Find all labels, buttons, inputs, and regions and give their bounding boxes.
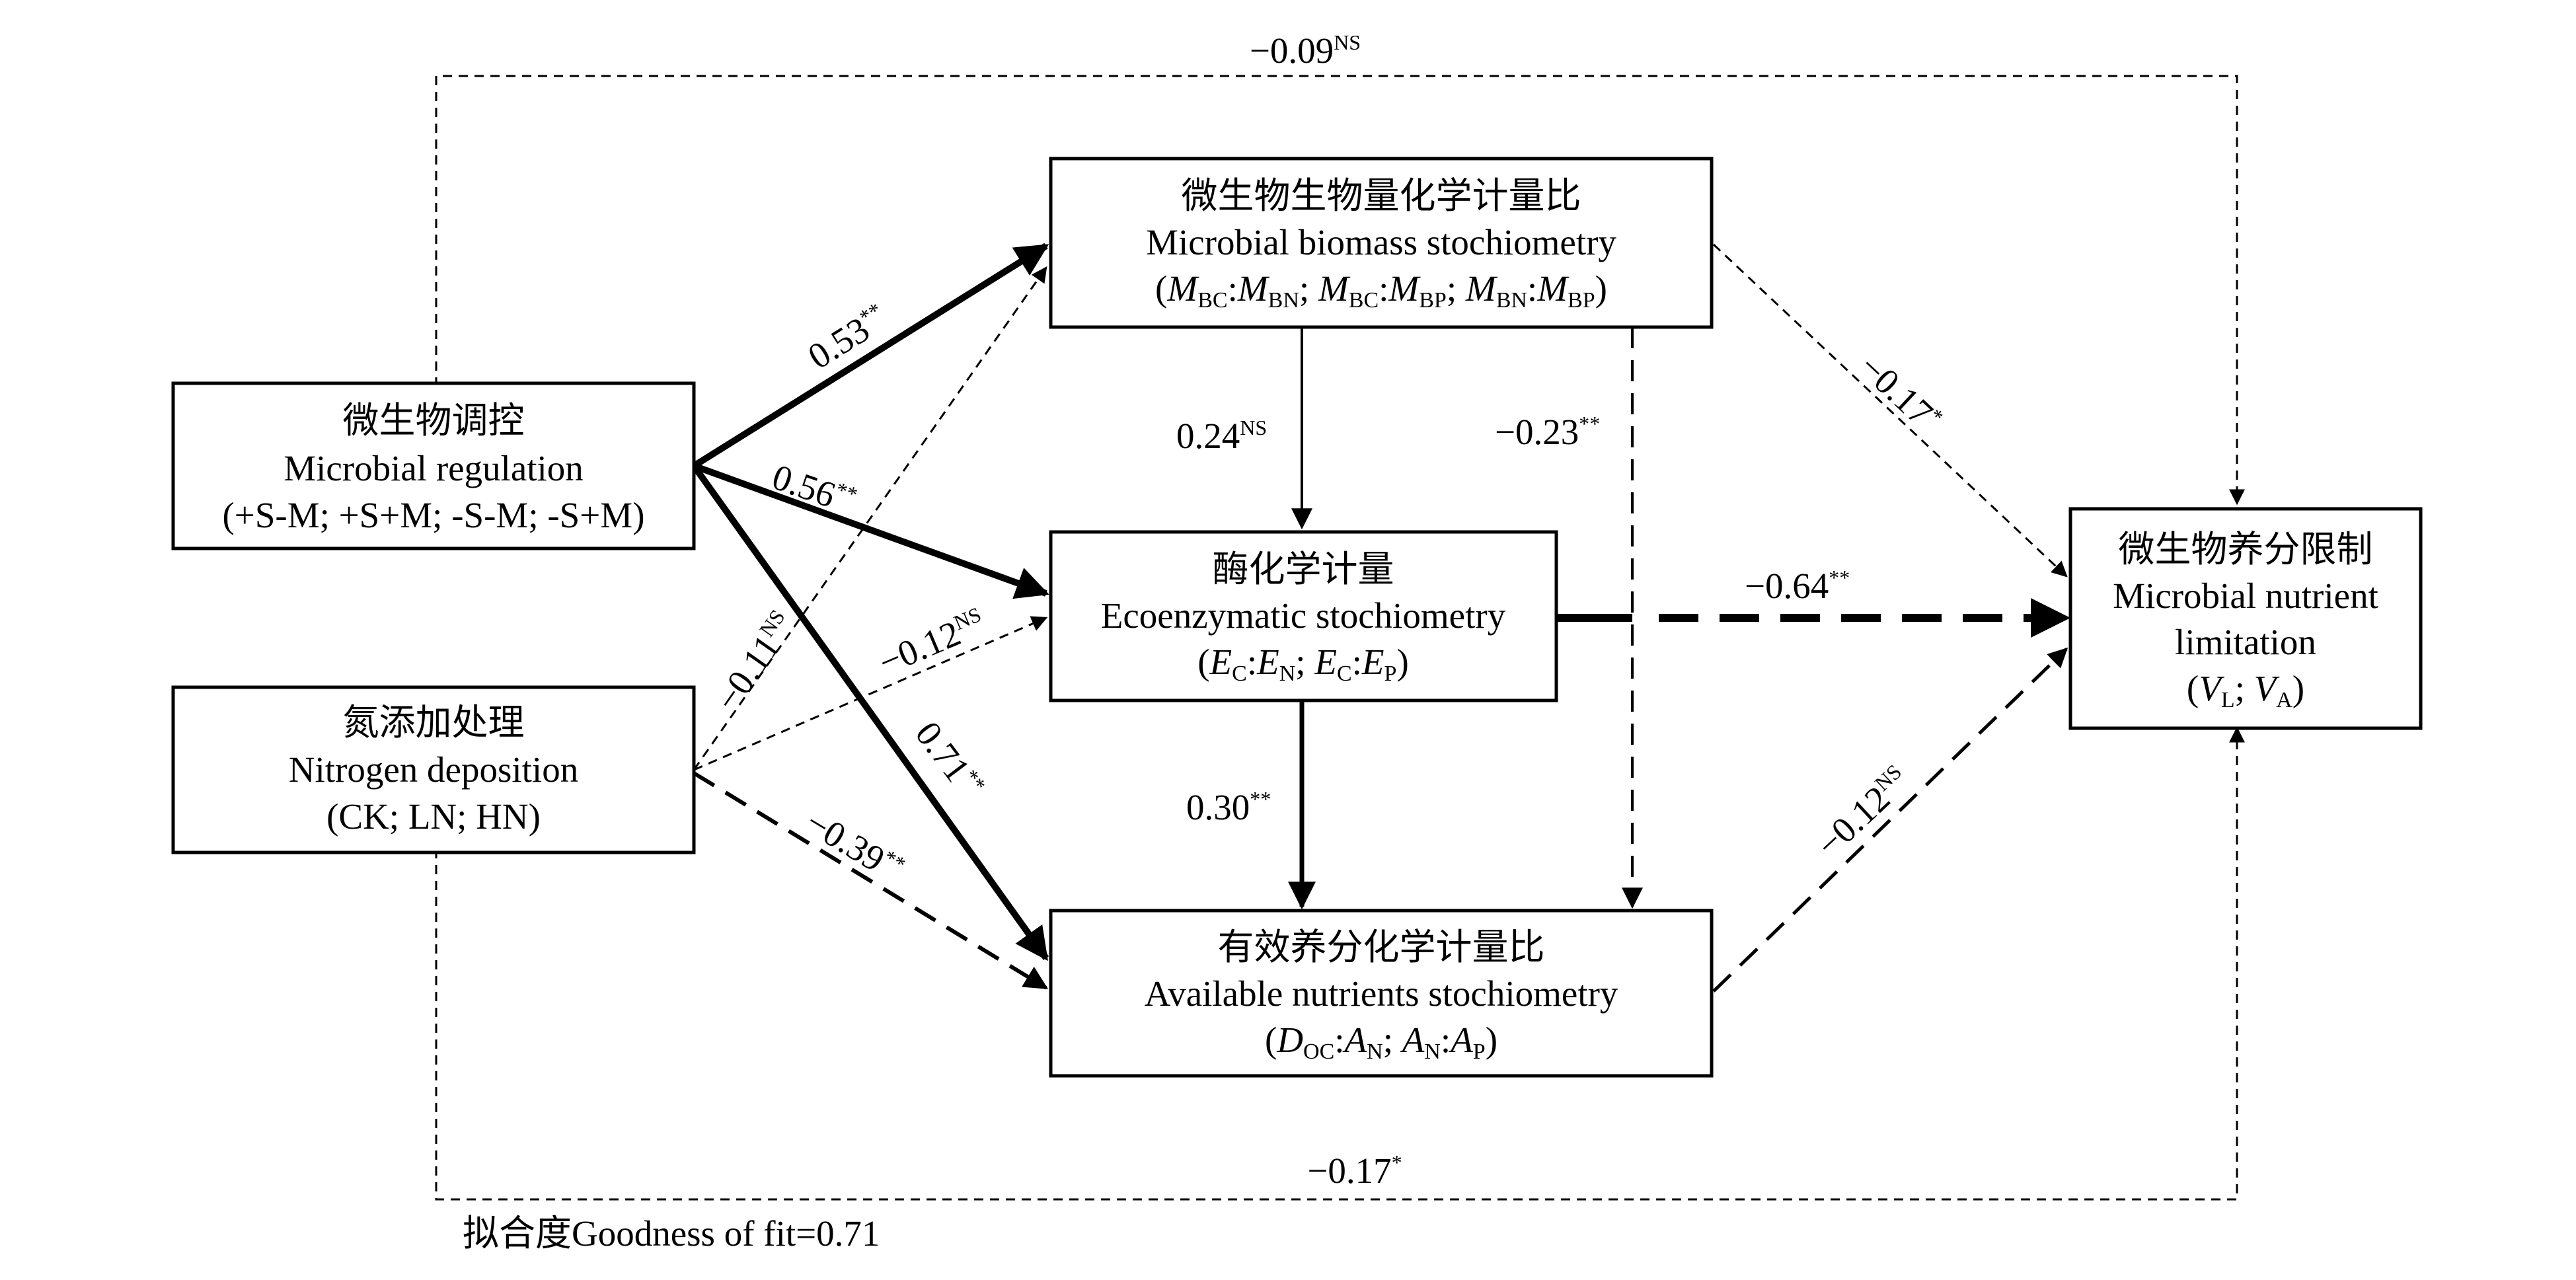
node-label-en: Nitrogen deposition xyxy=(289,749,578,790)
path-coef-mb-ec: 0.24NS xyxy=(1176,416,1267,456)
path-an-to-nl-line xyxy=(1712,647,2068,993)
node-label-en: Microbial regulation xyxy=(284,448,584,488)
node-label-cn: 氮添加处理 xyxy=(342,702,524,743)
path-mr-to-ec-line xyxy=(693,463,1049,599)
path-nd-to-ec-line xyxy=(693,616,1048,771)
node-label-cn: 微生物调控 xyxy=(342,400,524,441)
path-top-outer-line xyxy=(435,75,2245,506)
path-mb-to-nl-line xyxy=(1712,243,2068,578)
node-label-en: Available nutrients stochiometry xyxy=(1145,973,1618,1014)
node-ecoenzymatic-stochiometry: 酶化学计量 Ecoenzymatic stochiometry (EC:EN; … xyxy=(1049,530,1558,702)
node-microbial-nutrient-limitation: 微生物养分限制 Microbial nutrient limitation (V… xyxy=(2068,507,2423,730)
node-microbial-biomass-stochiometry: 微生物生物量化学计量比 Microbial biomass stochiomet… xyxy=(1049,157,1714,329)
node-label-en: Ecoenzymatic stochiometry xyxy=(1101,595,1506,636)
node-nitrogen-deposition: 氮添加处理 Nitrogen deposition (CK; LN; HN) xyxy=(171,685,696,854)
path-coef-mb-an: −0.23** xyxy=(1495,412,1600,452)
node-variables: (MBC:MBN; MBC:MBP; MBN:MBP) xyxy=(1155,268,1607,313)
path-coef-nd-ec: −0.12NS xyxy=(873,602,991,683)
node-label-cn: 微生物养分限制 xyxy=(2118,529,2372,570)
path-nd-to-an-line xyxy=(693,771,1049,990)
path-coef-ec-nl: −0.64** xyxy=(1745,566,1850,606)
node-variables: (CK; LN; HN) xyxy=(326,796,541,837)
node-variables: (EC:EN; EC:EP) xyxy=(1197,642,1409,686)
path-coef-mb-nl: −0.17* xyxy=(1852,346,1948,440)
path-coef-an-nl: −0.12NS xyxy=(1809,759,1918,864)
path-nd-to-mb-line xyxy=(693,266,1047,771)
path-coef-bottom-outer: −0.17* xyxy=(1307,1150,1402,1191)
path-mr-to-mb-line xyxy=(692,243,1049,469)
node-label-en-line1: Microbial nutrient xyxy=(2113,576,2378,616)
node-variables: (+S-M; +S+M; -S-M; -S+M) xyxy=(222,495,644,535)
node-label-cn: 酶化学计量 xyxy=(1212,549,1394,589)
node-label-cn: 微生物生物量化学计量比 xyxy=(1181,176,1581,216)
node-variables: (VL; VA) xyxy=(2187,668,2304,712)
path-coef-top-outer: −0.09NS xyxy=(1250,30,1361,71)
goodness-of-fit-note: 拟合度Goodness of fit=0.71 xyxy=(463,1213,880,1254)
path-coef-nd-mb: −0.11NS xyxy=(707,605,803,718)
path-coef-nd-an: −0.39** xyxy=(799,802,910,890)
path-coef-mr-an: 0.71** xyxy=(907,714,991,806)
path-coef-mr-mb: 0.53** xyxy=(801,297,894,377)
path-bottom-outer-line xyxy=(435,726,2245,1201)
path-coef-ec-an: 0.30** xyxy=(1186,787,1271,827)
node-label-en-line2: limitation xyxy=(2175,622,2316,662)
node-available-nutrients-stochiometry: 有效养分化学计量比 Available nutrients stochiomet… xyxy=(1049,909,1714,1078)
path-mr-to-an-line xyxy=(691,464,1049,961)
node-microbial-regulation: 微生物调控 Microbial regulation (+S-M; +S+M; … xyxy=(171,381,696,550)
node-variables: (DOC:AN; AN:AP) xyxy=(1265,1020,1497,1064)
node-label-cn: 有效养分化学计量比 xyxy=(1217,927,1544,967)
node-label-en: Microbial biomass stochiometry xyxy=(1146,222,1616,262)
